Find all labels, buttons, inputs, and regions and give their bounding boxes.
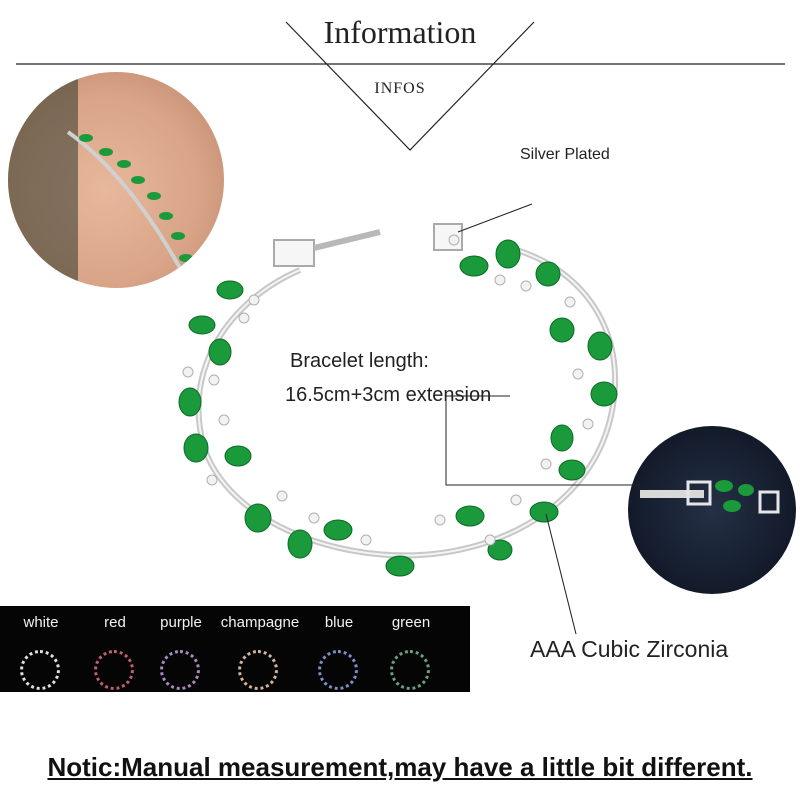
color-option-label: purple xyxy=(160,614,202,631)
color-swatch-ring xyxy=(160,650,200,690)
page-title: Information xyxy=(323,14,477,50)
color-option-label: green xyxy=(391,614,431,631)
color-option-label: red xyxy=(104,614,126,631)
length-title: Bracelet length: xyxy=(290,350,429,372)
measurement-notice: Notic:Manual measurement,may have a litt… xyxy=(47,752,753,782)
length-pointer-elbow xyxy=(445,396,640,486)
material-pointer xyxy=(457,203,533,233)
color-swatch-ring xyxy=(94,650,134,690)
material-label: Silver Plated xyxy=(520,146,610,163)
color-options-panel: white red purple champagne blue green xyxy=(0,606,470,692)
color-option-red[interactable]: red xyxy=(76,614,154,690)
stone-label: AAA Cubic Zirconia xyxy=(530,636,729,662)
color-swatch-ring xyxy=(20,650,60,690)
bracelet-illustration xyxy=(178,203,640,577)
clasp-illustration xyxy=(640,480,780,514)
color-swatch-ring xyxy=(318,650,358,690)
color-option-label: white xyxy=(23,614,59,631)
stone-pointer xyxy=(545,513,577,635)
color-option-champagne[interactable]: champagne xyxy=(208,614,312,690)
page-subtitle: INFOS xyxy=(374,80,426,97)
color-option-purple[interactable]: purple xyxy=(142,614,220,690)
color-option-label: champagne xyxy=(220,614,300,631)
color-swatch-ring xyxy=(238,650,278,690)
length-value: 16.5cm+3cm extension xyxy=(285,384,492,406)
clasp-photo xyxy=(628,426,796,594)
header-triangle xyxy=(285,21,535,151)
color-option-label: blue xyxy=(324,614,354,631)
color-option-green[interactable]: green xyxy=(372,614,450,690)
color-option-blue[interactable]: blue xyxy=(300,614,378,690)
header-decoration xyxy=(16,21,785,151)
color-option-white[interactable]: white xyxy=(2,614,80,690)
color-swatch-ring xyxy=(390,650,430,690)
